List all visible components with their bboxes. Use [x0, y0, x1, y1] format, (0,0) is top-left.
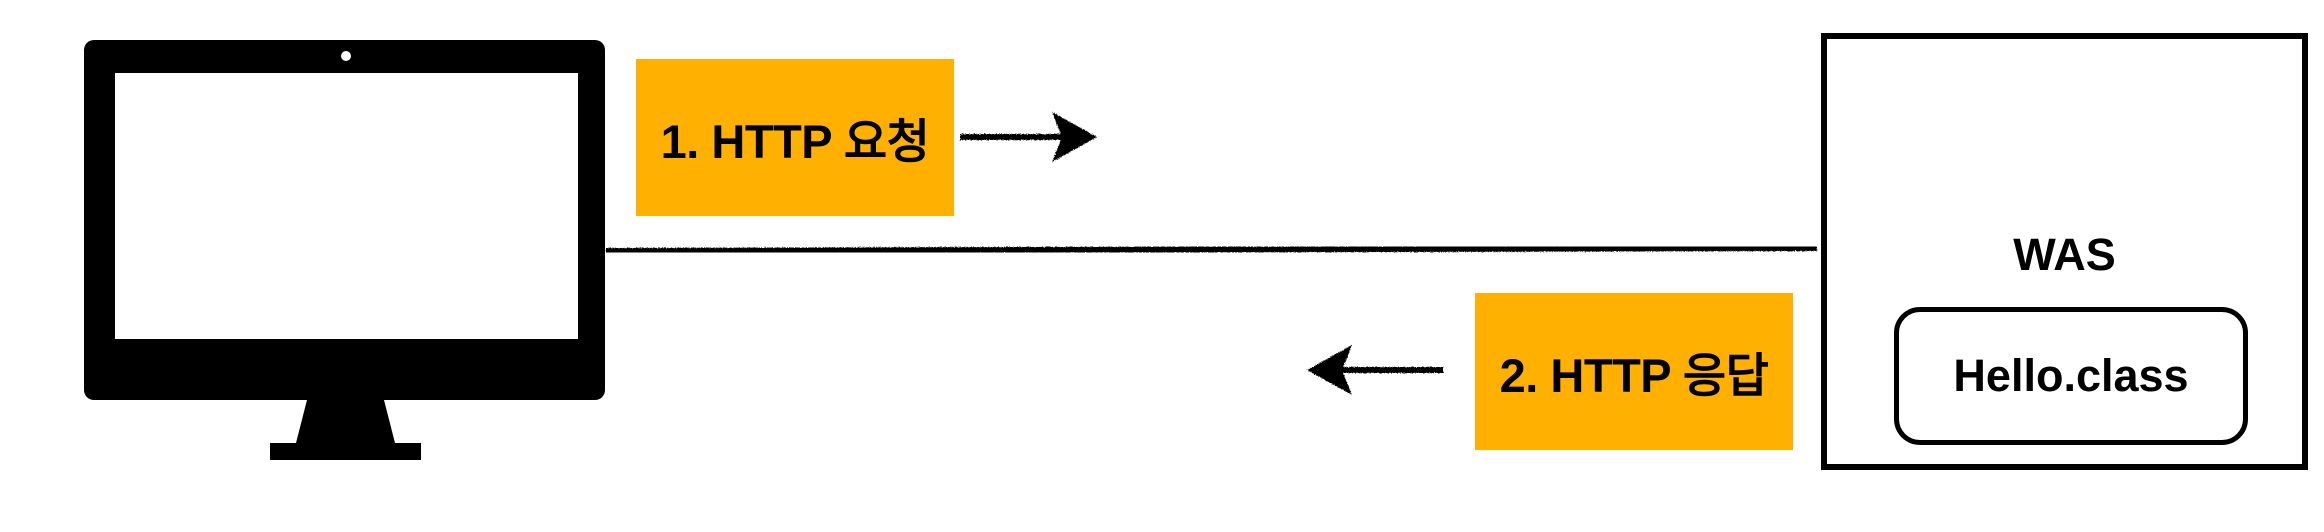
was-server-box: WAS Hello.class: [1821, 33, 2308, 470]
response-arrow-icon: [1307, 345, 1443, 395]
http-response-label: 2. HTTP 응답: [1475, 293, 1793, 450]
request-arrow-icon: [960, 112, 1097, 162]
connection-line: [605, 245, 1818, 254]
was-title: WAS: [2013, 229, 2116, 280]
desktop-monitor-icon: [84, 40, 605, 460]
hello-class-component: Hello.class: [1894, 307, 2248, 445]
http-request-label: 1. HTTP 요청: [636, 59, 954, 216]
